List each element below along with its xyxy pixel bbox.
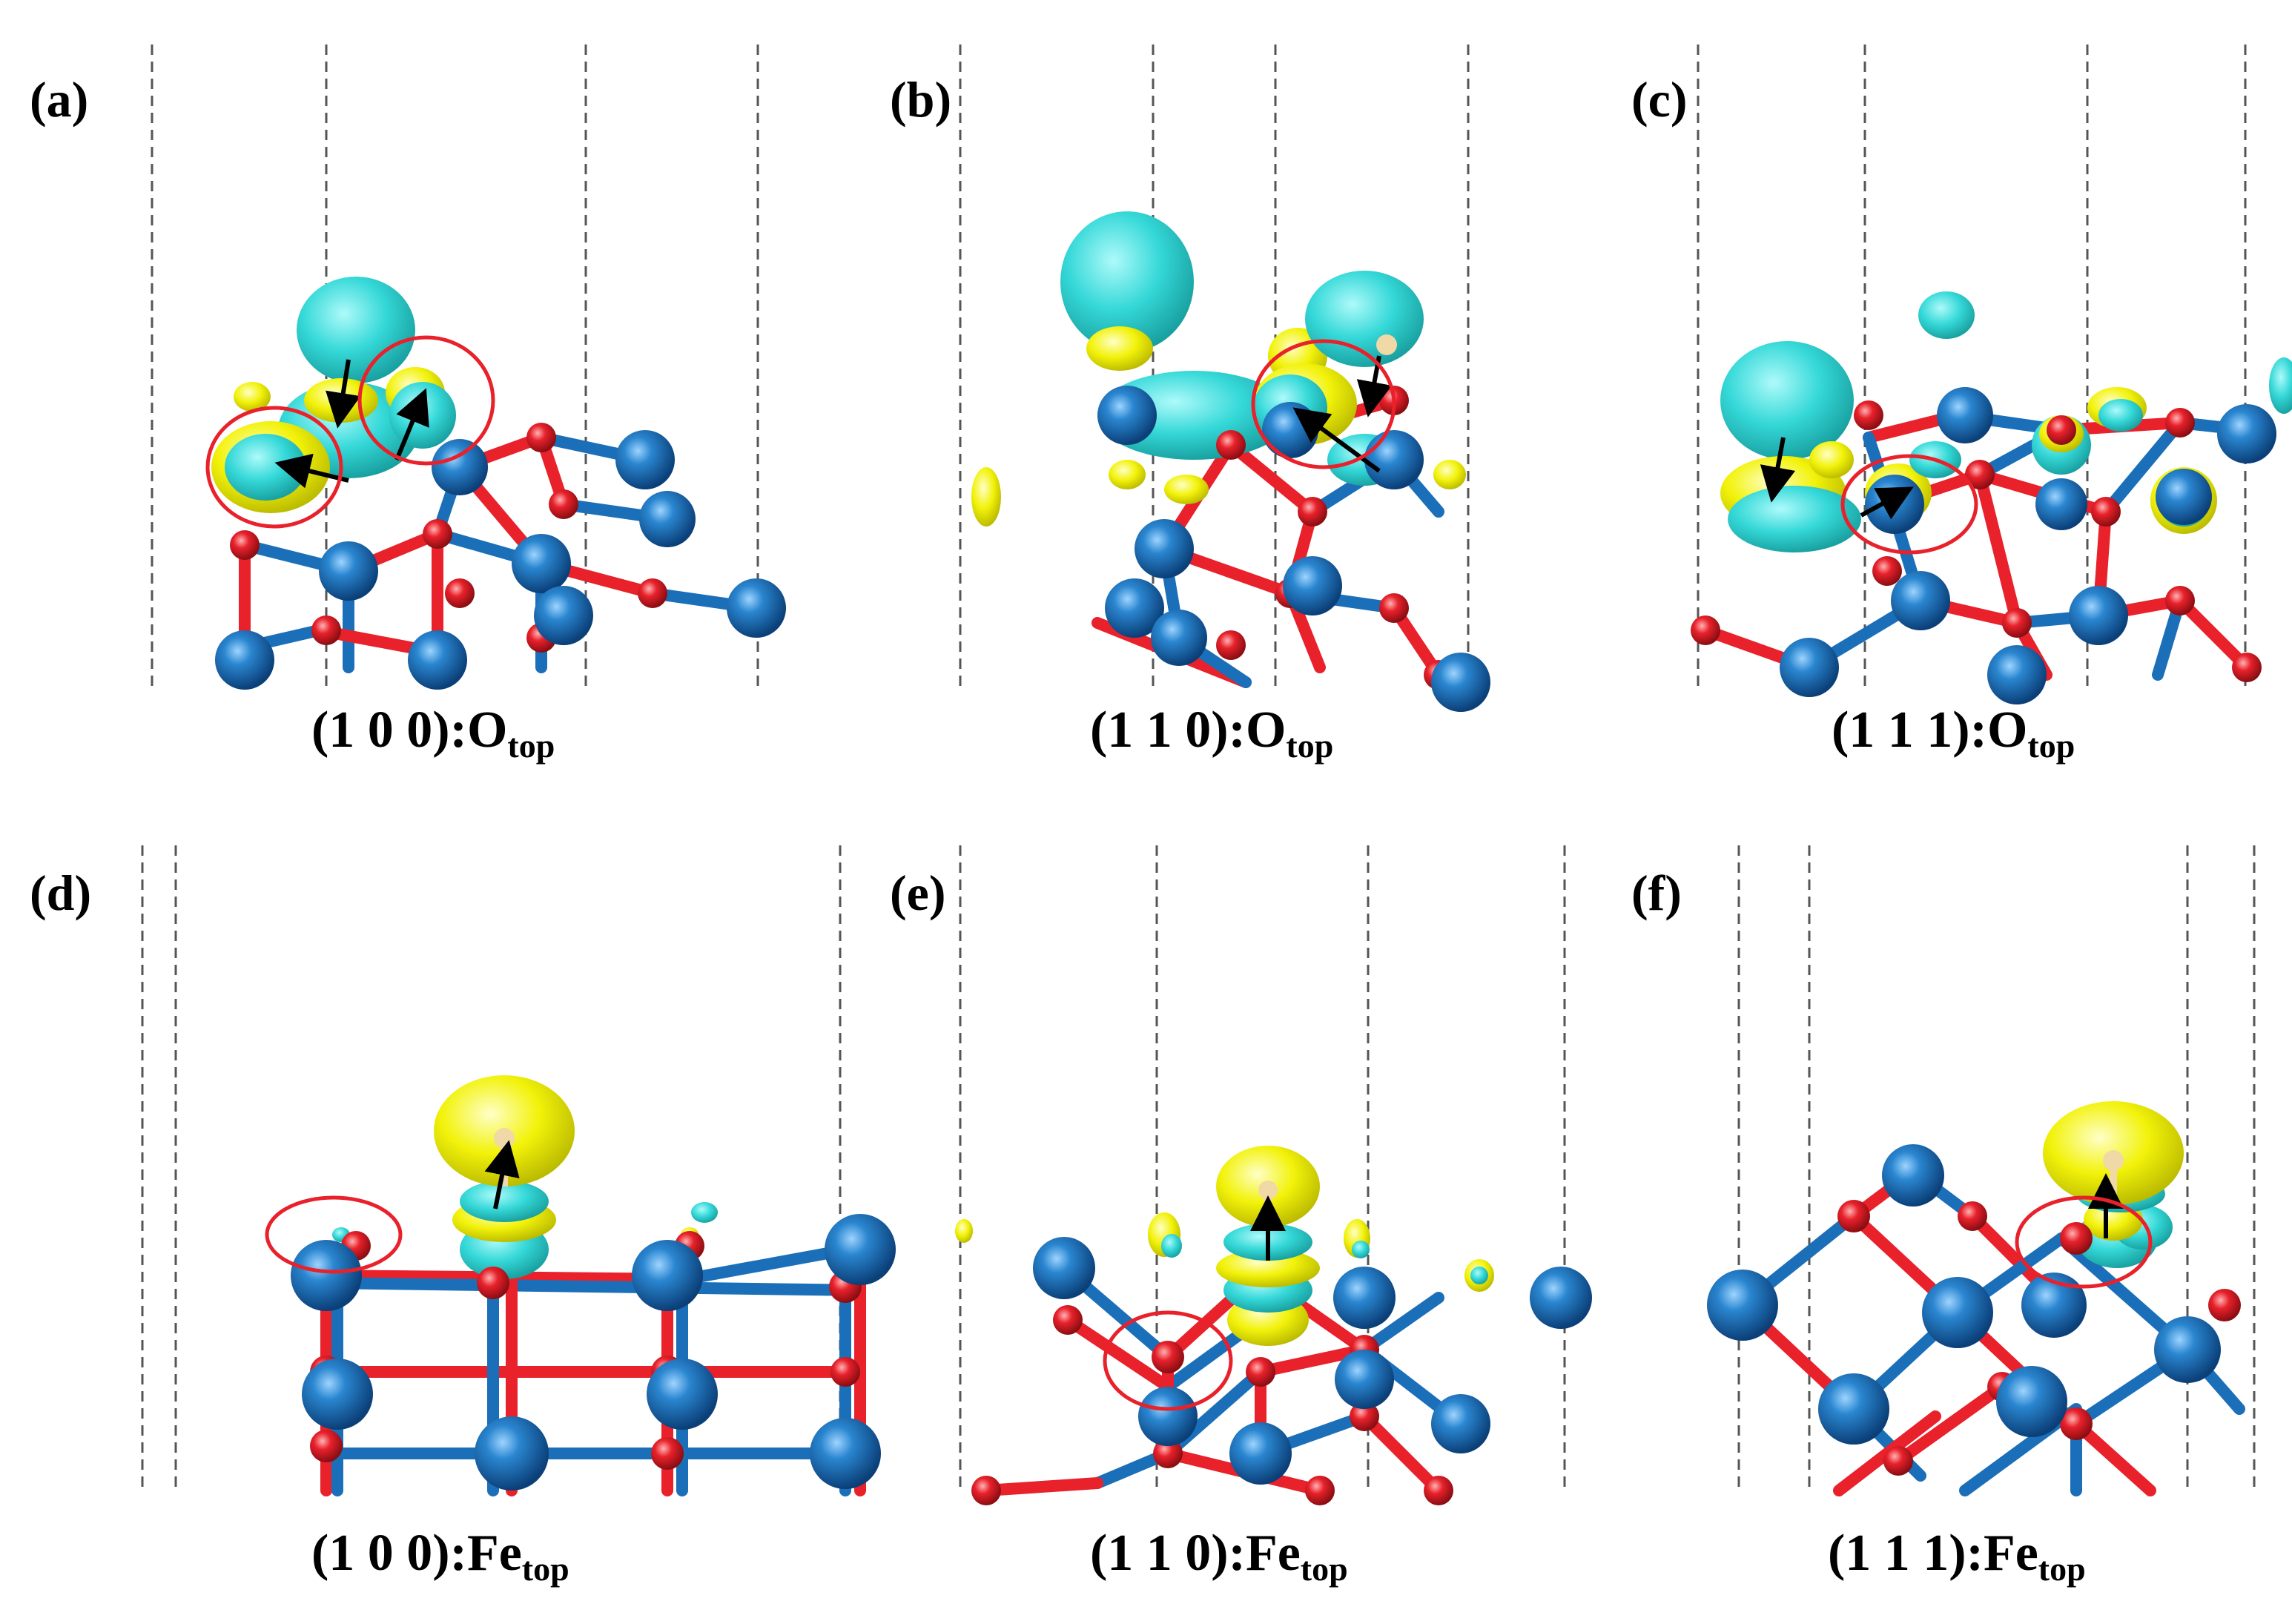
panel-d-structure	[141, 845, 896, 1496]
panel-b-letter: (b)	[890, 71, 952, 128]
panel-e-caption: (1 1 0):Fetop	[1090, 1525, 1348, 1588]
o-atoms	[1691, 400, 2262, 682]
panel-d: (d) (1 0 0):Fetop	[0, 838, 896, 1624]
fe-atoms	[215, 430, 786, 690]
panel-b: (b) (1 1 0):Otop	[875, 0, 1616, 779]
panel-a-letter: (a)	[30, 71, 89, 128]
panel-a: (a) (1 0 0):Otop	[0, 0, 890, 779]
panel-b-facet: (1 1 0)	[1090, 702, 1229, 759]
panel-f-facet: (1 1 1)	[1828, 1525, 1966, 1582]
panel-d-letter: (d)	[30, 865, 92, 921]
panel-d-caption: (1 0 0):Fetop	[311, 1525, 569, 1588]
panel-a-structure	[151, 44, 786, 690]
panel-f-site-sub: top	[2038, 1550, 2086, 1588]
panel-d-site: Fe	[466, 1525, 522, 1582]
cell-boundary-lines	[1697, 44, 2247, 686]
panel-a-site: O	[466, 702, 508, 759]
highlight-circles	[2015, 1195, 2153, 1289]
panel-e: (e) (1 1 0):Fetop	[875, 838, 1616, 1624]
panel-a-facet: (1 0 0)	[311, 702, 450, 759]
panel-b-site-sub: top	[1286, 727, 1334, 765]
panel-c-structure	[1691, 44, 2292, 704]
panel-d-facet: (1 0 0)	[311, 1525, 450, 1582]
panel-b-site: O	[1245, 702, 1287, 759]
highlight-circles	[265, 1195, 403, 1274]
panel-c: (c) (1 1 1):Otop	[1616, 0, 2292, 779]
panel-c-site: O	[1986, 702, 2028, 759]
panel-c-caption: (1 1 1):Otop	[1832, 702, 2075, 765]
charge-transfer-arrows	[1760, 437, 1914, 520]
panel-a-caption: (1 0 0):Otop	[311, 702, 555, 765]
highlight-circles	[1251, 339, 1396, 469]
panel-c-facet: (1 1 1)	[1832, 702, 1970, 759]
fe-o-bonds	[320, 1241, 866, 1496]
fe-atoms	[1097, 386, 1490, 712]
fe-atoms	[291, 1214, 896, 1491]
highlight-circles	[205, 335, 495, 529]
fe-atoms	[1707, 1144, 2221, 1445]
panel-b-structure	[959, 44, 1490, 712]
panel-d-site-sub: top	[521, 1550, 569, 1588]
cell-boundary-lines	[959, 44, 1470, 686]
panel-e-structure	[955, 845, 1592, 1505]
fe-atoms	[1033, 1237, 1592, 1485]
panel-c-letter: (c)	[1631, 71, 1688, 128]
panel-f-caption: (1 1 1):Fetop	[1828, 1525, 2086, 1588]
panel-c-site-sub: top	[2027, 727, 2075, 765]
o-atoms	[230, 423, 667, 653]
charge-density-isosurfaces	[211, 277, 456, 513]
panel-e-site: Fe	[1245, 1525, 1301, 1582]
panel-a-site-sub: top	[507, 727, 555, 765]
highlight-circles	[1103, 1310, 1233, 1411]
panel-b-caption: (1 1 0):Otop	[1090, 702, 1334, 765]
fe-atoms	[1780, 387, 2276, 704]
panel-e-site-sub: top	[1300, 1550, 1348, 1588]
panel-f-site: Fe	[1983, 1525, 2038, 1582]
panel-f-structure	[1707, 845, 2256, 1496]
charge-density-isosurfaces	[955, 1146, 1494, 1346]
panel-e-facet: (1 1 0)	[1090, 1525, 1229, 1582]
panel-f: (f) (1 1 1):Fetop	[1616, 838, 2292, 1624]
h-atom	[1376, 334, 1397, 355]
panel-f-letter: (f)	[1631, 865, 1682, 921]
panel-e-letter: (e)	[890, 865, 946, 921]
highlight-circles	[1840, 454, 1978, 555]
charge-transfer-arrows	[484, 1140, 520, 1209]
o-atoms	[971, 1305, 1453, 1505]
